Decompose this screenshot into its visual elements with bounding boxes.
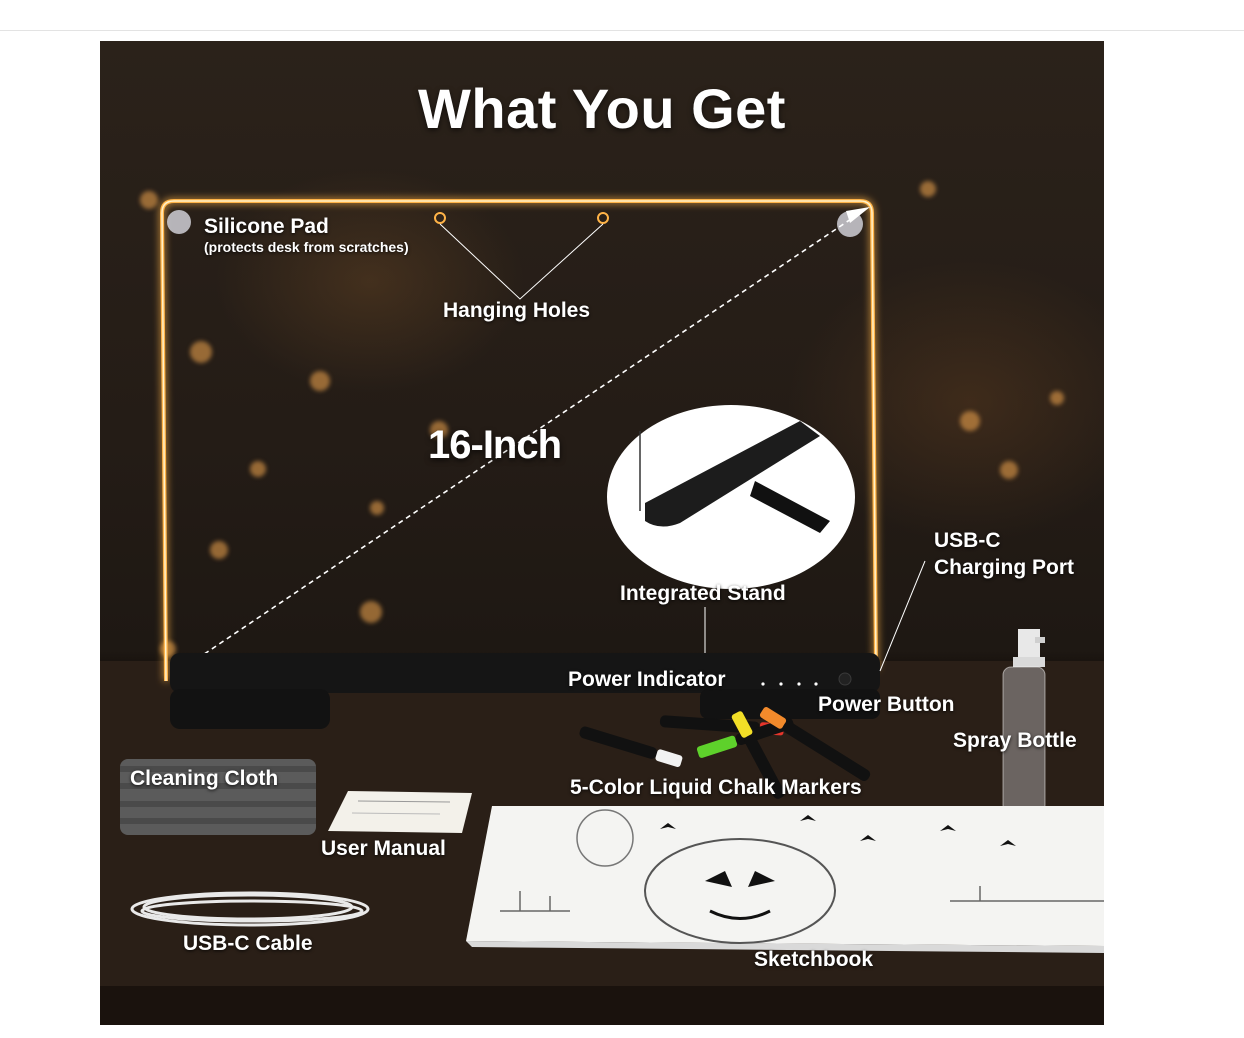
hanging-holes-label: Hanging Holes: [443, 299, 591, 322]
bokeh-light: [960, 411, 980, 431]
power-indicator-dots: [761, 682, 818, 686]
chalk-markers: [579, 707, 871, 799]
hanging-hole: [597, 212, 609, 224]
bokeh-light: [1050, 391, 1064, 405]
hanging-holes-pointer: [439, 223, 604, 300]
power-button-label: Power Button: [818, 693, 955, 716]
bokeh-light: [920, 181, 936, 197]
usbc-cable-label: USB-C Cable: [183, 932, 313, 955]
power-indicator-label: Power Indicator: [568, 668, 726, 691]
bokeh-light: [210, 541, 228, 559]
integrated-stand-inset: [607, 405, 855, 589]
markers-label: 5-Color Liquid Chalk Markers: [570, 776, 862, 799]
usbc-port-label-line1: USB-C: [934, 529, 1001, 552]
spray-bottle: [1002, 629, 1046, 814]
silicone-pad-label: Silicone Pad: [204, 215, 329, 238]
usbc-cable-coil: [130, 891, 370, 927]
base-foot-left: [170, 689, 330, 729]
board-base: [170, 653, 880, 693]
bokeh-light: [430, 421, 448, 439]
cleaning-cloth: [120, 759, 316, 835]
size-label: 16-Inch: [428, 423, 562, 467]
bokeh-light: [370, 501, 384, 515]
cleaning-cloth-label: Cleaning Cloth: [130, 767, 279, 790]
spray-bottle-label: Spray Bottle: [953, 729, 1077, 752]
table-edge: [100, 986, 1104, 1025]
user-manual-label: User Manual: [321, 837, 446, 860]
integrated-stand-label: Integrated Stand: [620, 582, 786, 605]
bokeh-light: [190, 341, 212, 363]
usbc-port-pointer: [879, 560, 926, 672]
user-manual-booklet: [328, 791, 472, 833]
silicone-pad-note: (protects desk from scratches): [204, 239, 409, 255]
silicone-pad-left: [167, 210, 191, 234]
sketchbook-graphic: [466, 806, 1104, 953]
sketchbook-label: Sketchbook: [754, 948, 874, 971]
bokeh-light: [1000, 461, 1018, 479]
base-foot-right: [700, 689, 880, 719]
product-illustration: [100, 199, 1104, 1025]
bokeh-light: [310, 371, 330, 391]
product-image: What You Get Silicone Pad (protects desk…: [100, 41, 1104, 1025]
page-divider: [0, 30, 1244, 31]
page-title: What You Get: [418, 77, 786, 140]
bokeh-light: [140, 191, 158, 209]
glowing-board: [159, 199, 878, 682]
usbc-port-label-line2: Charging Port: [934, 556, 1074, 579]
bokeh-light: [360, 601, 382, 623]
bokeh-light: [250, 461, 266, 477]
power-button-graphic: [838, 672, 852, 686]
hanging-hole: [434, 212, 446, 224]
